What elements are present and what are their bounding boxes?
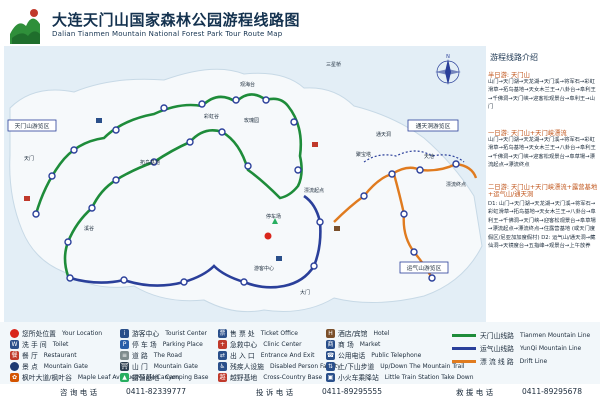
waypoints — [32, 96, 460, 286]
ticket-icon: 票 — [218, 328, 227, 338]
svg-text:N: N — [446, 54, 450, 60]
route-two-day-header: 二日游: 天门山+天门峡漂流+露营基地+运气山/通天洞 — [488, 184, 598, 199]
land-area — [9, 68, 483, 313]
complain-number[interactable]: 0411-89295555 — [322, 387, 382, 396]
offroad-icon: 越 — [218, 372, 227, 382]
toilet-icon: W — [10, 339, 19, 349]
maple-leaf-icon: ✿ — [10, 372, 19, 382]
green-line-swatch — [452, 333, 476, 337]
footer: 咨 询 电 话 0411-82339777 投 诉 电 话 0411-89295… — [0, 384, 600, 400]
rescue-label: 救 援 电 话 — [456, 388, 494, 397]
trail-icon: ⇅ — [326, 361, 335, 371]
place-xigu: 溪谷 — [84, 225, 94, 232]
place-drift-end: 漂流终点 — [446, 181, 466, 188]
route-half-day-text: 山门→天门湖→天龙湖→天门溪→将军石→彩虹滑草→拓鸟基地→天女木兰王→八卦台→阜… — [488, 79, 596, 111]
route-two-day-text: D1: 山门→天门湖→天龙湖→天门溪→将军石→彩虹滑草→拓鸟基地→天女木兰王→八… — [488, 201, 596, 250]
place-caihonggu: 彩虹谷 — [204, 113, 219, 120]
page-subtitle: Dalian Tianmen Mountain National Forest … — [52, 30, 283, 38]
tourist-center-icon: i — [120, 328, 129, 338]
place-damen: 大门 — [300, 289, 310, 296]
logo-icon — [10, 9, 40, 44]
place-guanhaitai: 观海台 — [240, 81, 255, 88]
camping-icon: ▲ — [120, 372, 129, 382]
consult-number[interactable]: 0411-82339777 — [126, 387, 186, 396]
train-icon: ▣ — [326, 372, 335, 382]
blue-line-swatch — [452, 346, 476, 350]
scenic-spot-icon — [10, 361, 19, 371]
place-visitor: 游客中心 — [254, 265, 274, 272]
consult-label: 咨 询 电 话 — [60, 388, 98, 397]
market-icon: 商 — [326, 339, 335, 349]
route-map: 天门山游览区 通天洞游览区 运气山游览区 天门 三星桥 观海台 彩虹谷 拓鸟基地… — [7, 54, 483, 313]
place-labels: 天门 三星桥 观海台 彩虹谷 拓鸟基地 玫瑰园 通天洞 聚宝塔 天池 漂流起点 … — [24, 61, 466, 296]
sidebar-title: 游程线路介绍 — [490, 53, 538, 62]
place-tuoniao: 拓鸟基地 — [140, 159, 160, 166]
complain-label: 投 诉 电 话 — [256, 388, 294, 397]
hotel-poi-icon — [334, 226, 340, 231]
place-meiguiyuan: 玫瑰园 — [244, 117, 259, 124]
your-location-icon — [264, 232, 272, 240]
region-tianmenshan: 天门山游览区 — [15, 122, 50, 130]
red-dot-icon — [10, 328, 19, 338]
place-sanxingqiao: 三星桥 — [326, 61, 341, 68]
route-sidebar: 游程线路介绍 半日游: 天门山 山门→天门湖→天龙湖→天门溪→将军石→彩虹滑草→… — [486, 46, 600, 322]
tongtian-road — [363, 150, 465, 163]
toilet-poi-icon — [96, 118, 102, 123]
header: 大连天门山国家森林公园游程线路图 Dalian Tianmen Mountain… — [0, 0, 600, 46]
place-tianmen: 天门 — [24, 155, 34, 162]
camping-poi-icon — [272, 218, 278, 224]
parking-icon: P — [120, 339, 129, 349]
entrance-icon: ⇄ — [218, 350, 227, 360]
region-yunqishan: 运气山游览区 — [407, 264, 442, 272]
hotel-icon: H — [326, 328, 335, 338]
road-icon: ≡ — [120, 350, 129, 360]
poi-icons — [24, 118, 340, 261]
accessibility-icon: ♿ — [218, 361, 227, 371]
route-half-day-header: 半日游: 天门山 — [488, 72, 530, 79]
map-area[interactable]: 天门山游览区 通天洞游览区 运气山游览区 天门 三星桥 观海台 彩虹谷 拓鸟基地… — [4, 46, 486, 322]
compass-icon: N — [435, 54, 461, 85]
place-tongtiandong: 通天洞 — [376, 131, 391, 138]
ticket-poi-icon — [276, 256, 282, 261]
telephone-icon: ☎ — [326, 350, 335, 360]
route-one-day-header: 一日游: 天门山+天门峡漂流 — [488, 130, 567, 137]
restaurant-poi-icon — [24, 196, 30, 201]
orange-line-swatch — [452, 359, 476, 363]
page-title: 大连天门山国家森林公园游程线路图 — [52, 11, 301, 29]
place-drift-start: 漂流起点 — [304, 187, 324, 194]
route-one-day-text: 山门→天门湖→天龙湖→天门溪→将军石→彩虹滑草→拓鸟基地→天女木兰王→八卦台→阜… — [488, 137, 596, 169]
place-parking: 停车场 — [266, 213, 281, 220]
place-jubaota: 聚宝塔 — [356, 151, 371, 158]
restaurant-icon: 餐 — [10, 350, 19, 360]
region-tongtiandong: 通天洞游览区 — [416, 122, 451, 130]
restaurant-poi-icon-2 — [312, 142, 318, 147]
rescue-number[interactable]: 0411-89295678 — [522, 387, 582, 396]
place-tianchi: 天池 — [424, 153, 434, 160]
first-aid-icon: + — [218, 339, 227, 349]
mountain-gate-icon: ⛩ — [120, 361, 129, 371]
